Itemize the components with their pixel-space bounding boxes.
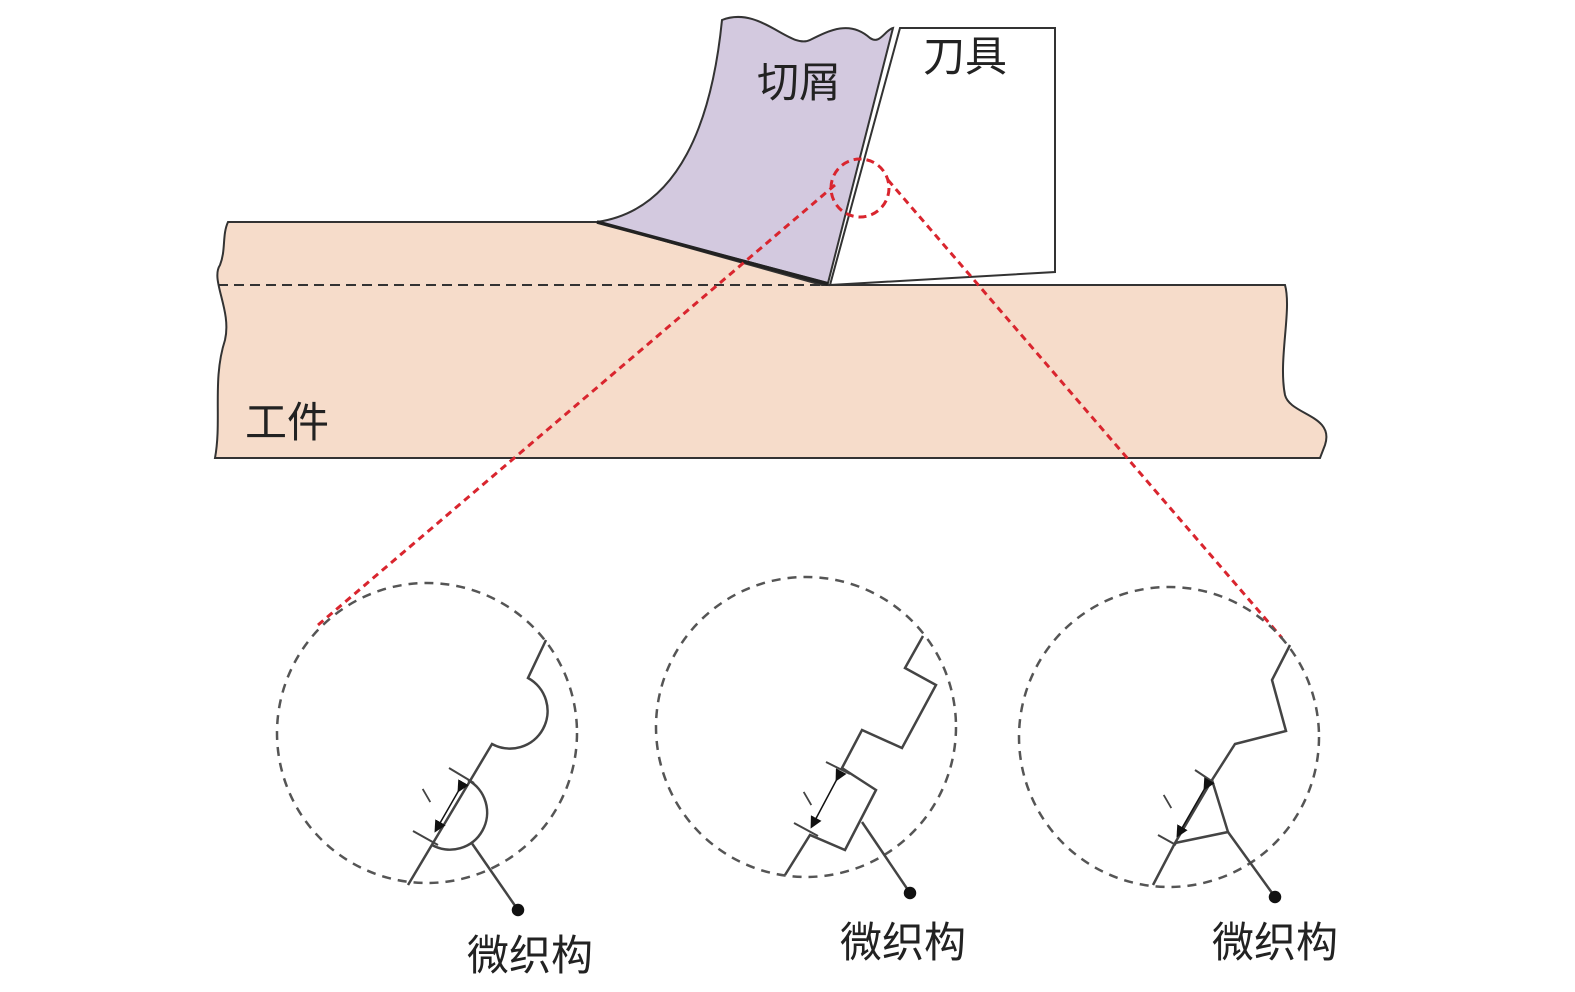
zoom-line-left: [317, 183, 836, 627]
microtexture-label-3: 微织构: [1212, 918, 1339, 967]
chip-label: 切屑: [757, 58, 842, 107]
workpiece: [213, 221, 1328, 459]
shear-plane: [596, 220, 829, 286]
chip: [596, 16, 895, 285]
texture-detail-3: [1017, 585, 1321, 904]
texture-detail-2: [654, 575, 958, 900]
tool-label: 刀具: [923, 32, 1008, 81]
texture-detail-1: [275, 581, 579, 917]
microtexture-label-2: 微织构: [840, 918, 967, 967]
workpiece-label: 工件: [245, 398, 330, 447]
zoom-region: [829, 157, 891, 219]
microtexture-label-1: 微织构: [467, 931, 594, 980]
tool: [828, 27, 1056, 287]
zoom-line-right: [886, 179, 1284, 639]
